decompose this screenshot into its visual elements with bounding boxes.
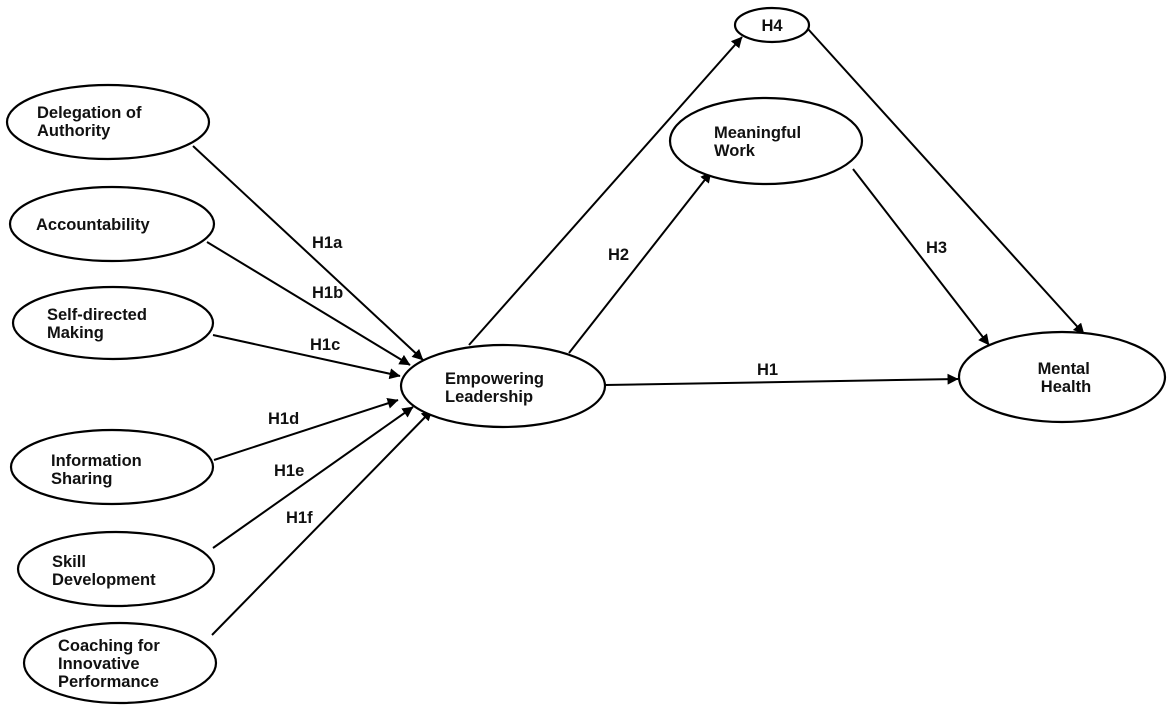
edge-label-h1f: H1f bbox=[286, 509, 313, 527]
node-information-sharing-shape bbox=[9, 428, 215, 506]
node-mental-health: Mental Health bbox=[957, 330, 1167, 424]
edge-label-h1a: H1a bbox=[312, 234, 343, 252]
edge-label-h1b: H1b bbox=[312, 284, 343, 302]
node-meaningful-work-shape bbox=[668, 96, 864, 186]
node-information-sharing: Information Sharing bbox=[9, 428, 215, 506]
edge-h1f-line bbox=[211, 409, 433, 636]
edge-h1c: H1c bbox=[212, 334, 401, 380]
node-meaningful-work-label: Meaningful Work bbox=[714, 124, 806, 160]
edge-h3-line bbox=[852, 168, 990, 346]
edge-h4-out bbox=[807, 28, 1085, 335]
edge-h1b-line bbox=[206, 241, 411, 366]
edge-h4-out-line bbox=[807, 28, 1085, 335]
edge-label-h1e: H1e bbox=[274, 462, 304, 480]
node-empowering-leadership-shape bbox=[399, 343, 607, 429]
node-accountability-shape bbox=[8, 185, 216, 263]
edge-h1-line bbox=[604, 373, 959, 386]
node-h4-label: H4 bbox=[761, 17, 783, 35]
edge-h1c-line bbox=[212, 334, 401, 380]
edge-to-h4-line bbox=[468, 36, 743, 346]
node-delegation-of-authority-label: Delegation of Authority bbox=[37, 104, 146, 140]
edge-h2: H2 bbox=[568, 171, 712, 354]
edge-h1d: H1d bbox=[213, 398, 399, 461]
edge-h1a: H1a bbox=[192, 145, 424, 361]
node-meaningful-work: Meaningful Work bbox=[668, 96, 864, 186]
node-accountability: Accountability bbox=[8, 185, 216, 263]
edge-h1: H1 bbox=[604, 361, 959, 386]
edge-label-h1: H1 bbox=[757, 361, 778, 379]
node-mental-health-shape bbox=[957, 330, 1167, 424]
edge-h1b: H1b bbox=[206, 241, 411, 366]
node-coaching-for-innovative-performance-label: Coaching for Innovative Performance bbox=[58, 637, 164, 691]
node-mental-health-label: Mental Health bbox=[1038, 360, 1095, 396]
node-information-sharing-label: Information Sharing bbox=[51, 452, 146, 488]
edge-label-h1c: H1c bbox=[310, 336, 340, 354]
edge-h1e: H1e bbox=[212, 406, 414, 549]
node-h4: H4 bbox=[733, 6, 811, 44]
edge-label-h2: H2 bbox=[608, 246, 629, 264]
node-accountability-label: Accountability bbox=[36, 216, 151, 234]
edge-h1e-line bbox=[212, 406, 414, 549]
node-empowering-leadership: Empowering Leadership bbox=[399, 343, 607, 429]
node-delegation-of-authority-shape bbox=[5, 83, 211, 161]
node-coaching-for-innovative-performance-shape bbox=[22, 621, 218, 705]
node-delegation-of-authority: Delegation of Authority bbox=[5, 83, 211, 161]
node-self-directed-making-label: Self-directed Making bbox=[47, 306, 152, 342]
node-empowering-leadership-label: Empowering Leadership bbox=[445, 370, 549, 406]
node-skill-development: Skill Development bbox=[16, 530, 216, 608]
edge-h1f: H1f bbox=[211, 409, 433, 636]
node-skill-development-label: Skill Development bbox=[52, 553, 156, 589]
node-h4-shape bbox=[733, 6, 811, 44]
edge-h2-line bbox=[568, 171, 712, 354]
edge-label-h1d: H1d bbox=[268, 410, 299, 428]
node-coaching-for-innovative-performance: Coaching for Innovative Performance bbox=[22, 621, 218, 705]
edge-h1a-line bbox=[192, 145, 424, 361]
node-self-directed-making-shape bbox=[11, 285, 215, 361]
edge-to-h4 bbox=[468, 36, 743, 346]
edge-label-h3: H3 bbox=[926, 239, 947, 257]
edge-h3: H3 bbox=[852, 168, 990, 346]
edge-h1d-line bbox=[213, 398, 399, 461]
node-skill-development-shape bbox=[16, 530, 216, 608]
node-self-directed-making: Self-directed Making bbox=[11, 285, 215, 361]
